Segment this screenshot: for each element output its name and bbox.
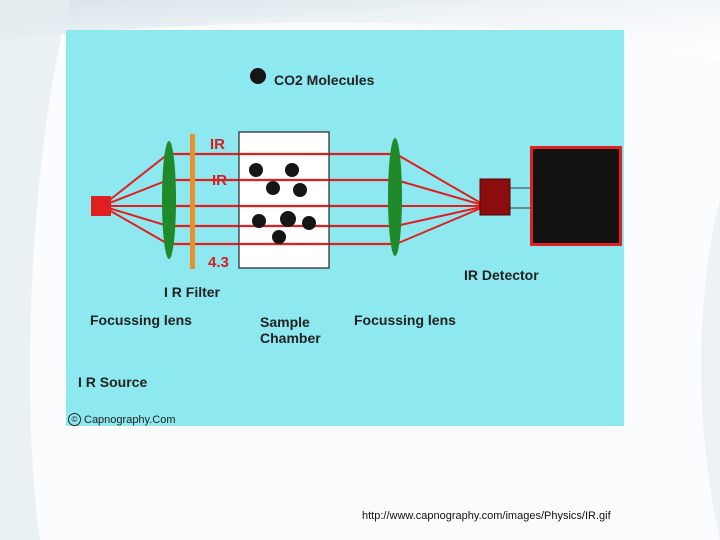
co2-molecule <box>252 214 266 228</box>
ir-diagram <box>91 131 622 269</box>
ir-source-label: I R Source <box>78 374 148 390</box>
co2-molecules <box>249 163 316 244</box>
source-beams <box>101 153 169 245</box>
co2-molecule <box>285 163 299 177</box>
ir-top-label: IR <box>210 136 225 153</box>
copyright-notice: © Capnography.Com <box>68 413 176 426</box>
wavelength-label: 4.3 <box>208 254 229 271</box>
ir-mid-label: IR <box>212 172 227 189</box>
right-focussing-lens <box>388 138 402 256</box>
co2-molecule <box>249 163 263 177</box>
diagram-panel: CO2 Molecules IR IR 4.3 I R Filter Focus… <box>66 30 624 426</box>
co2-molecule <box>266 181 280 195</box>
ir-detector-label: IR Detector <box>464 267 539 283</box>
left-focussing-lens <box>162 141 176 259</box>
sample-chamber <box>238 131 330 269</box>
copyright-text: Capnography.Com <box>84 413 176 426</box>
copyright-icon: © <box>68 413 81 426</box>
sample-chamber-label-line1: Sample <box>260 314 310 330</box>
co2-molecule <box>293 183 307 197</box>
source-url: http://www.capnography.com/images/Physic… <box>362 510 611 522</box>
co2-legend-label: CO2 Molecules <box>274 72 375 88</box>
co2-legend-marker <box>250 68 266 84</box>
ir-detector-sensor <box>479 178 511 216</box>
focussing-lens-left-label: Focussing lens <box>90 312 192 328</box>
ir-filter-label: I R Filter <box>164 284 221 300</box>
co2-molecule <box>272 230 286 244</box>
detector-display-screen <box>533 149 619 243</box>
co2-molecule <box>280 211 296 227</box>
co2-molecule <box>302 216 316 230</box>
ir-filter <box>190 134 195 269</box>
focussing-lens-right-label: Focussing lens <box>354 312 456 328</box>
sample-chamber-label-line2: Chamber <box>260 330 321 346</box>
ir-source-emitter <box>91 196 111 216</box>
converging-beams <box>395 153 487 245</box>
